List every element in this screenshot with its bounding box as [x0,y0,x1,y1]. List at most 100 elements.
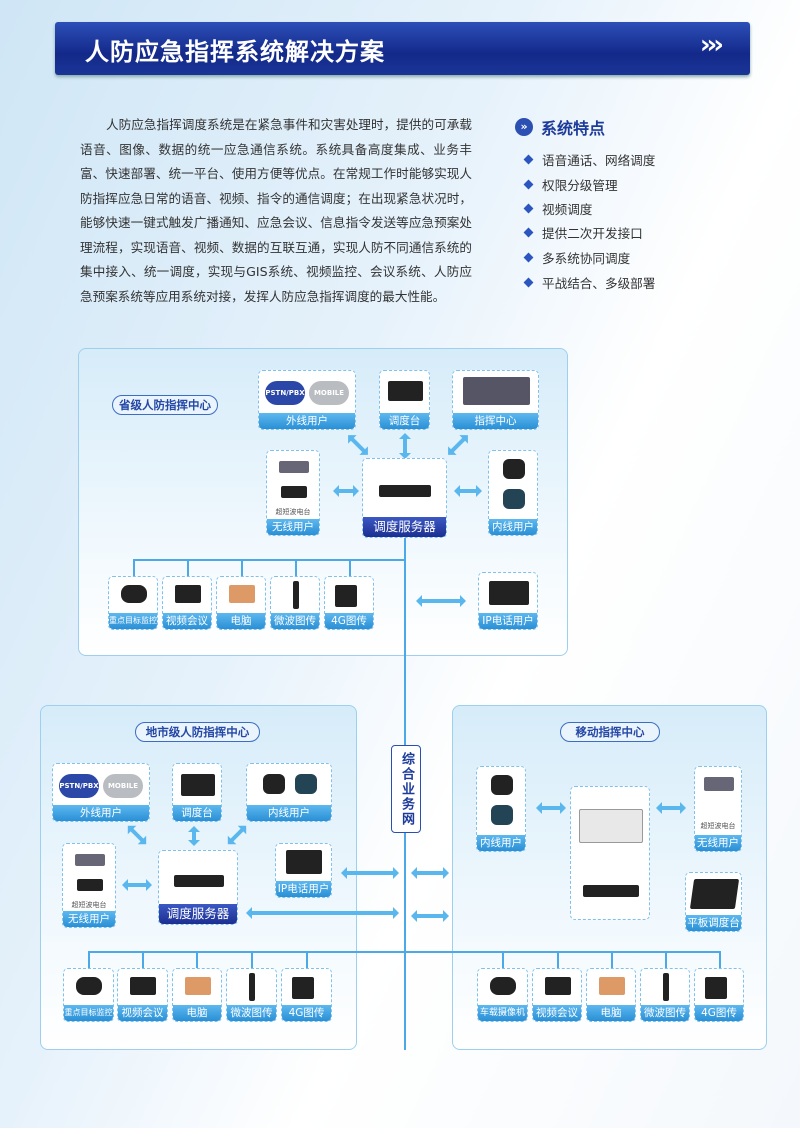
feature-text: 语音通话、网络调度 [542,153,656,168]
phone-icon [491,775,513,795]
command-center-node[interactable]: 指挥中心 [452,370,539,430]
bidirectional-arrow [454,485,482,497]
ip-phone-icon [489,581,529,605]
wireless-users-node[interactable]: 超短波电台无线用户 [266,450,320,536]
node-label: 电脑 [217,613,265,629]
wireless-users-node[interactable]: 超短波电台无线用户 [62,843,116,928]
internal-users-node[interactable]: 内线用户 [488,450,538,536]
laptop-icon [185,977,211,995]
connector [251,951,253,969]
video-conference-icon [130,977,156,995]
node-label: 重点目标监控 [64,1005,113,1021]
feature-text: 提供二次开发接口 [542,226,643,241]
device-node[interactable]: 重点目标监控 [108,576,158,630]
command-vehicle-node[interactable] [570,786,650,920]
4g-case-icon [292,977,314,999]
connector [295,559,297,577]
phone-icon [503,489,525,509]
phone-icon [295,774,317,794]
microwave-icon [663,973,669,1001]
laptop-icon [229,585,255,603]
bidirectional-arrow [536,802,566,814]
connector [719,951,721,969]
connector [187,559,189,577]
device-node[interactable]: 重点目标监控 [63,968,114,1022]
device-node[interactable]: 视频会议 [162,576,212,630]
bidirectional-arrow [411,910,449,922]
node-label: 无线用户 [695,835,741,851]
device-node[interactable]: 微波图传 [226,968,277,1022]
radio-icon [704,777,734,791]
node-label: 电脑 [587,1005,635,1021]
bidirectional-arrow [411,867,449,879]
camera-icon [121,585,147,603]
feature-item: 多系统协同调度 [523,248,631,267]
bidirectional-arrow [416,595,466,607]
node-label: 调度服务器 [159,904,237,924]
radio-caption: 超短波电台 [700,822,736,830]
device-node[interactable]: 4G图传 [694,968,744,1022]
diamond-icon [523,252,534,263]
ip-phone-icon [286,850,322,874]
radio-icon [75,854,105,866]
camera-icon [76,977,102,995]
device-node[interactable]: 微波图传 [270,576,320,630]
node-label: IP电话用户 [479,613,537,629]
device-node[interactable]: 视频会议 [532,968,582,1022]
device-node[interactable]: 电脑 [216,576,266,630]
node-label: 调度台 [380,413,429,429]
connector [502,951,504,969]
node-label: 重点目标监控 [109,613,157,629]
node-label: 内线用户 [247,805,331,821]
internal-users-node[interactable]: 内线用户 [246,763,332,822]
device-node[interactable]: 电脑 [172,968,222,1022]
device-node[interactable]: 微波图传 [640,968,690,1022]
video-conference-icon [545,977,571,995]
feature-text: 视频调度 [542,202,593,217]
wireless-users-node[interactable]: 超短波电台无线用户 [694,766,742,852]
features-heading: »系统特点 [515,115,605,139]
device-node[interactable]: 视频会议 [117,968,168,1022]
node-label: 4G图传 [695,1005,743,1021]
ip-phone-node[interactable]: IP电话用户 [478,572,538,630]
down-arrow [192,830,196,842]
diamond-icon [523,277,534,288]
pstn-cloud-icon: PSTN/PBX [59,774,99,798]
intro-paragraph: 人防应急指挥调度系统是在紧急事件和灾害处理时，提供的可承载语音、图像、数据的统一… [80,117,473,304]
node-label: 微波图传 [641,1005,689,1021]
node-label: 视频会议 [163,613,211,629]
phone-icon [491,805,513,825]
console-node[interactable]: 调度台 [379,370,430,430]
device-node[interactable]: 4G图传 [324,576,374,630]
tablet-icon [689,879,740,909]
connector [88,951,90,969]
node-label: 外线用户 [259,413,355,429]
feature-text: 权限分级管理 [542,178,618,193]
device-node[interactable]: 车载摄像机 [477,968,528,1022]
internal-users-node[interactable]: 内线用户 [476,766,526,852]
dispatch-server-node[interactable]: 调度服务器 [362,458,447,538]
node-label: 视频会议 [118,1005,167,1021]
node-label: 微波图传 [271,613,319,629]
city-title: 地市级人防指挥中心 [135,722,260,742]
connector [142,951,144,969]
feature-text: 多系统协同调度 [542,251,631,266]
feature-text: 平战结合、多级部署 [542,276,656,291]
connector [306,951,308,969]
tablet-console-node[interactable]: 平板调度台 [685,872,742,932]
console-node[interactable]: 调度台 [172,763,222,822]
pstn-cloud-icon: PSTN/PBX [265,381,305,405]
dispatch-server-node[interactable]: 调度服务器 [158,850,238,925]
node-label: 外线用户 [53,805,149,821]
monitor-icon [388,381,423,401]
ip-phone-node[interactable]: IP电话用户 [275,843,332,898]
device-node[interactable]: 电脑 [586,968,636,1022]
node-label: 车载摄像机 [478,1005,527,1021]
node-label: 4G图传 [282,1005,331,1021]
bidirectional-arrow [333,485,359,497]
device-node[interactable]: 4G图传 [281,968,332,1022]
feature-item: 权限分级管理 [523,175,618,194]
phone-icon [263,774,285,794]
